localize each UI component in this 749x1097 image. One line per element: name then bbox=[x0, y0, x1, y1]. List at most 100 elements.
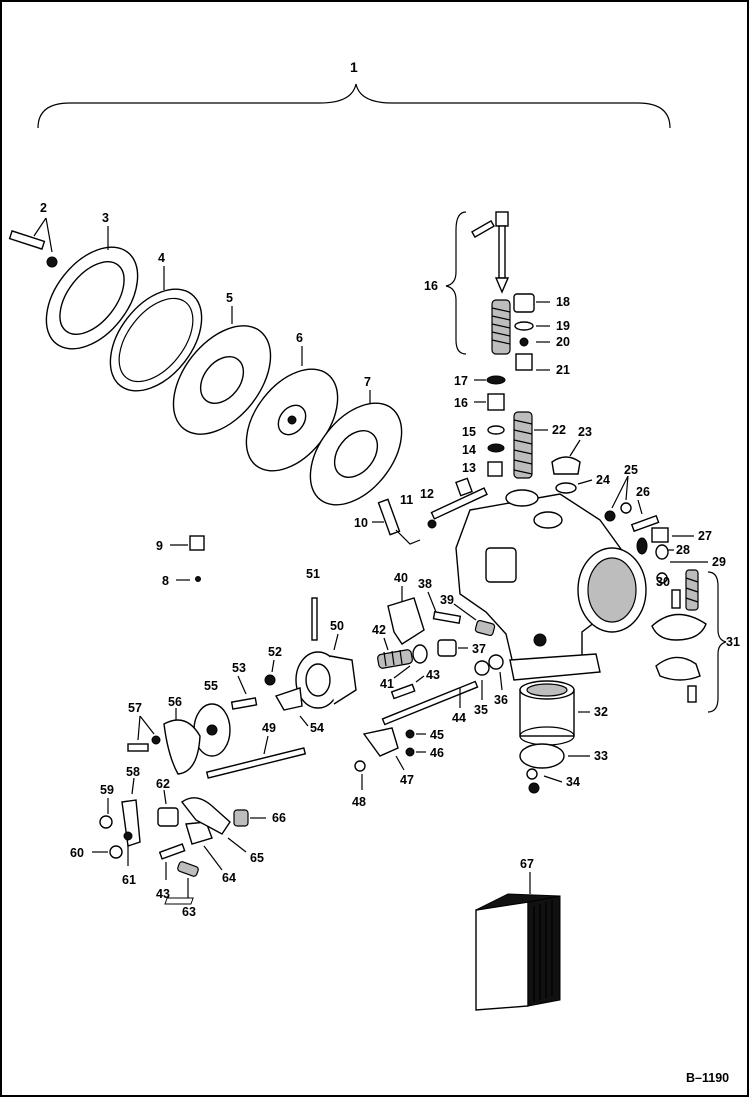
spring-16 bbox=[491, 299, 511, 355]
callout-52: 52 bbox=[268, 645, 282, 659]
callout-65: 65 bbox=[250, 851, 264, 865]
callout-2: 2 bbox=[40, 201, 47, 215]
fitting-13 bbox=[455, 477, 473, 497]
body-16 bbox=[487, 393, 505, 411]
shaft-44 bbox=[381, 680, 479, 726]
callout-49: 49 bbox=[262, 721, 276, 735]
housing-50 bbox=[295, 651, 357, 709]
callout-4: 4 bbox=[158, 251, 165, 265]
seal-11 bbox=[427, 519, 437, 529]
carburetor-body bbox=[455, 489, 647, 681]
callout-10: 10 bbox=[354, 516, 368, 530]
callout-46: 46 bbox=[430, 746, 444, 760]
callout-34: 34 bbox=[566, 775, 580, 789]
ring-14 bbox=[487, 443, 505, 453]
spring-66 bbox=[233, 809, 249, 827]
callout-28: 28 bbox=[676, 543, 690, 557]
nut-48 bbox=[354, 760, 366, 772]
bushing-35 bbox=[474, 660, 490, 676]
lever-54 bbox=[274, 687, 303, 711]
screw-53 bbox=[230, 697, 258, 710]
callout-18: 18 bbox=[556, 295, 570, 309]
nut-25b bbox=[620, 502, 632, 514]
callout-38: 38 bbox=[418, 577, 432, 591]
kit-box-67 bbox=[164, 893, 561, 1011]
callout-23: 23 bbox=[578, 425, 592, 439]
cover-56 bbox=[163, 719, 201, 775]
spring-39 bbox=[474, 619, 496, 637]
callout-13: 13 bbox=[462, 461, 476, 475]
callout-51: 51 bbox=[306, 567, 320, 581]
group-16-brace bbox=[445, 211, 467, 355]
diaphragm-55 bbox=[193, 703, 231, 757]
spring-63 bbox=[177, 861, 199, 877]
screw-2 bbox=[8, 230, 58, 268]
callout-26: 26 bbox=[636, 485, 650, 499]
screw-34b bbox=[528, 782, 540, 794]
nut-60 bbox=[109, 845, 123, 859]
callout-61: 61 bbox=[122, 873, 136, 887]
callout-9: 9 bbox=[156, 539, 163, 553]
valve-stem-16 bbox=[494, 211, 510, 294]
callout-56: 56 bbox=[168, 695, 182, 709]
washer-57b bbox=[151, 735, 161, 745]
housing-5 bbox=[172, 325, 272, 435]
shaft-12 bbox=[430, 487, 488, 520]
cap-23 bbox=[551, 456, 581, 475]
callout-33: 33 bbox=[594, 749, 608, 763]
diaphragm-4 bbox=[109, 288, 203, 392]
screw-34a bbox=[526, 768, 538, 780]
screw-43 bbox=[390, 683, 416, 700]
callout-44: 44 bbox=[452, 711, 466, 725]
callout-32: 32 bbox=[594, 705, 608, 719]
lever-65 bbox=[180, 797, 231, 835]
callout-53: 53 bbox=[232, 661, 246, 675]
screw-43-lower bbox=[158, 843, 186, 860]
ball-20 bbox=[519, 337, 529, 347]
callout-27: 27 bbox=[698, 529, 712, 543]
seal-41 bbox=[412, 644, 428, 664]
group-31-brace bbox=[707, 571, 727, 713]
seal-36 bbox=[488, 654, 504, 670]
seat-21 bbox=[515, 353, 533, 371]
callout-6: 6 bbox=[296, 331, 303, 345]
gasket-7 bbox=[309, 402, 403, 506]
callout-37: 37 bbox=[472, 642, 486, 656]
callout-45: 45 bbox=[430, 728, 444, 742]
screw-57a bbox=[127, 743, 149, 752]
callout-5: 5 bbox=[226, 291, 233, 305]
callout-30: 30 bbox=[656, 575, 670, 589]
callout-55: 55 bbox=[204, 679, 218, 693]
callout-15: 15 bbox=[462, 425, 476, 439]
screw-26 bbox=[630, 514, 660, 533]
callout-62: 62 bbox=[156, 777, 170, 791]
callout-67: 67 bbox=[520, 857, 534, 871]
gasket-24 bbox=[555, 482, 577, 494]
reference-code: B–1190 bbox=[686, 1071, 729, 1085]
callout-16-mid: 16 bbox=[454, 396, 468, 410]
pin-51 bbox=[311, 597, 318, 641]
callout-8: 8 bbox=[162, 574, 169, 588]
callout-29: 29 bbox=[712, 555, 726, 569]
screw-59 bbox=[99, 815, 113, 829]
ring-28b bbox=[655, 544, 669, 560]
callout-16-top: 16 bbox=[424, 279, 438, 293]
link-64 bbox=[185, 821, 213, 845]
plug-37 bbox=[437, 639, 457, 657]
washer-17 bbox=[486, 375, 506, 385]
callout-63: 63 bbox=[182, 905, 196, 919]
callout-1: 1 bbox=[350, 59, 358, 75]
diaphragm-6 bbox=[245, 368, 339, 472]
bowl-32 bbox=[519, 680, 575, 746]
choke-plate-31 bbox=[655, 656, 701, 681]
shaft-49 bbox=[205, 747, 307, 779]
callout-43-bottom: 43 bbox=[156, 887, 170, 901]
screw-38 bbox=[432, 610, 462, 625]
cover-3 bbox=[45, 246, 139, 350]
callout-24: 24 bbox=[596, 473, 610, 487]
callout-50: 50 bbox=[330, 619, 344, 633]
callout-7: 7 bbox=[364, 375, 371, 389]
plug-13 bbox=[487, 461, 503, 477]
